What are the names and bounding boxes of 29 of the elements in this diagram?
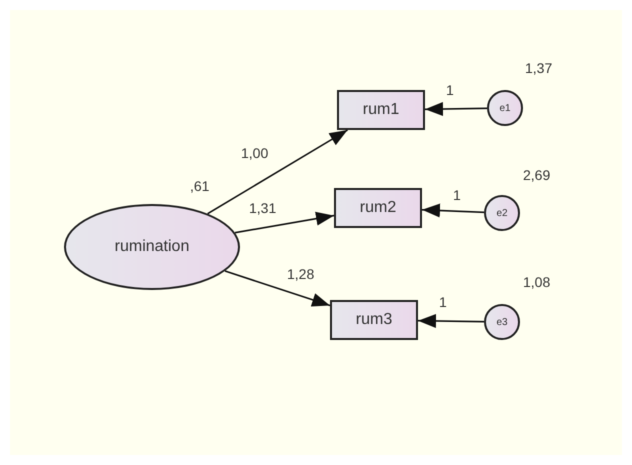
variance-label: 1,08 bbox=[523, 274, 550, 290]
edge-label: 1 bbox=[445, 82, 455, 98]
variance-label: 1,37 bbox=[525, 60, 552, 76]
variable-name: e1 bbox=[499, 102, 511, 114]
edge-label: 1 bbox=[452, 187, 462, 203]
error-term-circle bbox=[484, 195, 520, 231]
variable-name: rum1 bbox=[362, 101, 400, 119]
arrow bbox=[418, 314, 484, 328]
edge-label: 1 bbox=[438, 294, 448, 310]
arrow bbox=[234, 212, 334, 234]
observed-variable-box bbox=[330, 300, 418, 340]
variable-name: e3 bbox=[496, 316, 508, 328]
edge-label: 1,28 bbox=[286, 266, 316, 282]
variable-name: rum2 bbox=[360, 199, 396, 217]
arrow bbox=[424, 102, 488, 116]
observed-variable-box bbox=[334, 188, 422, 228]
observed-variable-box bbox=[337, 90, 425, 130]
error-term-circle bbox=[484, 304, 520, 340]
arrow bbox=[207, 129, 348, 214]
variable-name: rum3 bbox=[356, 311, 392, 329]
edge-label: 1,00 bbox=[240, 145, 270, 161]
arrow bbox=[224, 270, 330, 307]
variance-label: 2,69 bbox=[523, 167, 550, 183]
error-term-circle bbox=[487, 90, 523, 126]
variable-name: rumination bbox=[114, 238, 190, 256]
variable-name: e2 bbox=[496, 208, 508, 218]
variance-label: ,61 bbox=[190, 178, 210, 194]
edge-label: 1,31 bbox=[248, 200, 278, 216]
arrow bbox=[422, 204, 484, 218]
